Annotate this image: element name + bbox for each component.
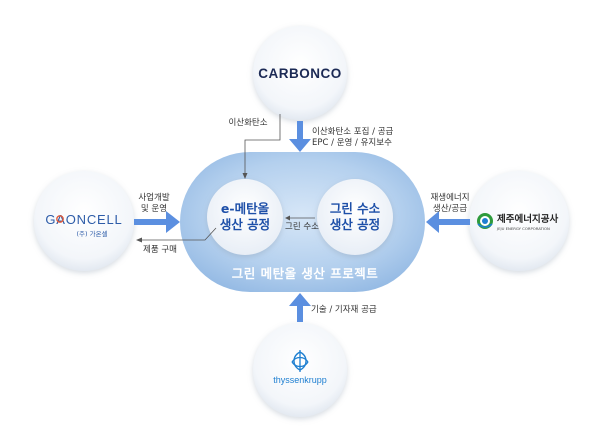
- process-left-label: e-메탄올 생산 공정: [219, 201, 271, 233]
- carbonco-circle: [253, 26, 347, 120]
- process-circle-right: [317, 179, 393, 255]
- flow-carbonco-in: 이산화탄소: [228, 118, 268, 128]
- arrow-co2-head: [242, 173, 248, 179]
- jeju-logo-en: JEJU ENERGY CORPORATION: [496, 226, 550, 231]
- arrow-product-head: [136, 237, 142, 243]
- internal-arrow-head: [285, 215, 290, 221]
- jeju-logo-kr: 제주에너지공사: [497, 213, 558, 225]
- gaoncell-logo: GAONCELL: [45, 212, 122, 227]
- gaoncell-circle: [34, 171, 134, 271]
- flow-gaoncell-in: 사업개발 및 운영: [138, 193, 170, 215]
- internal-flow-label: 그린 수소: [285, 222, 319, 232]
- process-right-label: 그린 수소 생산 공정: [329, 201, 381, 233]
- flow-thyssen-in: 기술 / 기자재 공급: [311, 305, 377, 315]
- jeju-logo-icon: [477, 213, 493, 229]
- arrow-jeju-left: [426, 211, 439, 233]
- process-circle-left: [207, 179, 283, 255]
- thyssenkrupp-logo: thyssenkrupp: [273, 375, 327, 385]
- flow-carbonco-out: 이산화탄소 포집 / 공급 EPC / 운영 / 유지보수: [312, 127, 394, 149]
- project-title: 그린 메탄올 생산 프로젝트: [231, 266, 379, 281]
- flow-gaoncell-out: 제품 구매: [143, 245, 177, 255]
- carbonco-logo: CARBONCO: [258, 66, 342, 81]
- arrow-carbonco-down: [289, 139, 311, 152]
- thyssenkrupp-logo-icon: [291, 350, 309, 372]
- arrow-gaoncell-right: [166, 211, 180, 233]
- gaoncell-logo-accent: [56, 215, 64, 223]
- flow-jeju-in: 재생에너지 생산/공급: [430, 193, 470, 215]
- jeju-circle: [469, 171, 569, 271]
- gaoncell-sub: (주) 가온셀: [76, 229, 107, 238]
- arrow-thyssen-up: [289, 293, 311, 306]
